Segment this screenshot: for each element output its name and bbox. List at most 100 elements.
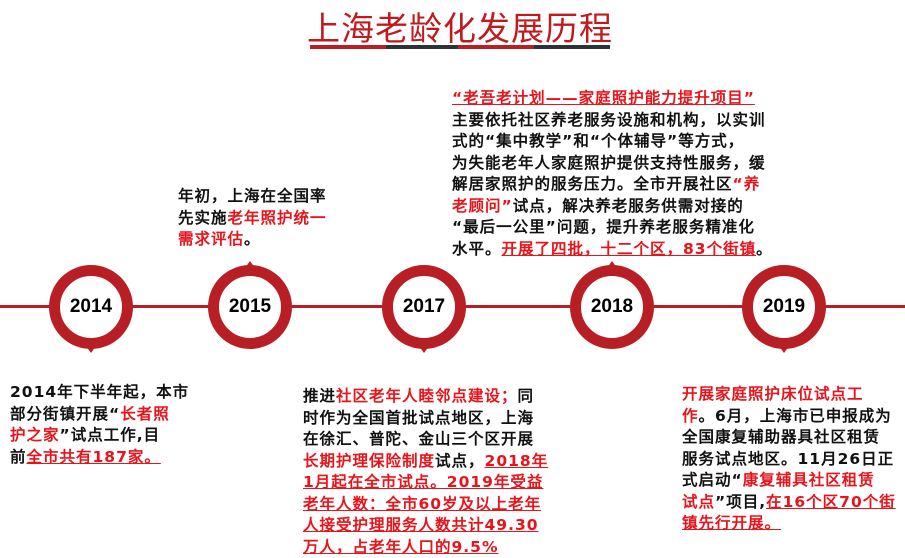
body-text: 年初，上海在全国率 [178,187,327,205]
milestone-2018: 2018 [570,265,654,349]
body-text: 服务试点地区。11月26日正 [682,450,894,468]
year-label: 2014 [70,296,112,318]
text-line: 人接受护理服务人数共计49.30 [303,515,548,537]
highlight-text: 在16个区70个街 [766,493,896,511]
highlight-text: 护之家 [10,426,60,444]
text-line: 水平。开展了四批，十二个区，83个街镇。 [452,239,773,261]
text-line: 式的“集中教学”和“个体辅导”等方式， [452,131,773,153]
text-line: 解居家照护的服务压力。全市开展社区“养 [452,174,773,196]
body-text: 时作为全国首批试点地区，上海 [303,409,534,427]
highlight-text: 老年人数：全市60岁及以上老年 [303,495,541,513]
description-2018: “老吾老计划——家庭照护能力提升项目” 主要依托社区养老服务设施和机构，以实训式的… [452,88,773,260]
text-line: 长期护理保险制度试点，2018年 [303,451,548,473]
milestone-2019: 2019 [742,265,826,349]
text-line: 部分街镇开展“长者照 [10,404,189,426]
text-line: 开展家庭照护床位试点工 [682,384,896,406]
title-underline-dark [534,45,610,49]
text-line: 试点”项目,在16个区70个街 [682,492,896,514]
title-underline-red [310,45,386,49]
highlight-text: “养 [733,175,761,193]
highlight-text: 试点 [682,493,715,511]
title-underline-red [458,45,534,49]
milestone-2017: 2017 [382,265,466,349]
body-text: 主要依托社区养老服务设施和机构，以实训 [452,111,766,129]
text-line: 全国康复辅助器具社区租赁 [682,427,896,449]
description-2015: 年初，上海在全国率先实施老年照护统一需求评估。 [178,186,327,251]
milestone-ring: 2019 [742,265,826,349]
description-2019: 开展家庭照护床位试点工作。6月，上海市已申报成为全国康复辅助器具社区租赁服务试点… [682,384,896,535]
body-text: ”项目, [715,493,766,511]
highlight-text: 人接受护理服务人数共计49.30 [303,516,539,534]
highlight-text: 1月起在全市试点。2019年受益 [303,473,543,491]
milestone-ring: 2015 [208,265,292,349]
highlight-text: 需求评估 [178,230,244,248]
text-line: 主要依托社区养老服务设施和机构，以实训 [452,110,773,132]
body-text: 为失能老年人家庭照护提供支持性服务，缓 [452,154,766,172]
text-line: 1月起在全市试点。2019年受益 [303,472,548,494]
text-line: 老顾问”试点，解决养老服务供需对接的 [452,196,773,218]
text-line: 前全市共有187家。 [10,447,189,469]
text-line: 推进社区老年人睦邻点建设；同 [303,386,548,408]
year-label: 2015 [229,296,271,318]
body-text: 式的“集中教学”和“个体辅导”等方式， [452,132,744,150]
milestone-ring: 2018 [570,265,654,349]
milestone-2014: 2014 [49,265,133,349]
highlight-text: 开展家庭照护床位试点工 [682,385,864,403]
body-text: 。 [756,240,773,258]
page-title: 上海老龄化发展历程 [300,2,620,50]
description-2014: 2014年下半年起，本市部分街镇开展“长者照护之家”试点工作,目前全市共有187… [10,382,189,468]
text-line: “老吾老计划——家庭照护能力提升项目” [452,88,773,110]
body-text: 在徐汇、普陀、金山三个区开展 [303,430,534,448]
body-text: 前 [10,448,27,466]
text-line: 镇先行开展。 [682,513,896,535]
text-line: “最后一公里”问题，提升养老服务精准化 [452,217,773,239]
body-text: 试点， [435,452,485,470]
highlight-text: 作 [682,407,699,425]
highlight-text: 长期护理保险制度 [303,452,435,470]
text-line: 式启动“康复辅具社区租赁 [682,470,896,492]
text-line: 老年人数：全市60岁及以上老年 [303,494,548,516]
body-text: 试点，解决养老服务供需对接的 [513,197,744,215]
text-line: 时作为全国首批试点地区，上海 [303,408,548,430]
highlight-text: “老吾老计划——家庭照护能力提升项目” [452,89,755,107]
text-line: 护之家”试点工作,目 [10,425,189,447]
body-text: 同 [518,387,535,405]
text-line: 需求评估。 [178,229,327,251]
text-line: 2014年下半年起，本市 [10,382,189,404]
highlight-text: 老顾问” [452,197,513,215]
milestone-2015: 2015 [208,265,292,349]
highlight-text: 镇先行开展。 [682,514,781,532]
description-2017: 推进社区老年人睦邻点建设；同时作为全国首批试点地区，上海在徐汇、普陀、金山三个区… [303,386,548,558]
highlight-text: 长者照 [120,405,170,423]
milestone-ring: 2017 [382,265,466,349]
milestone-ring: 2014 [49,265,133,349]
text-line: 先实施老年照护统一 [178,208,327,230]
year-label: 2017 [403,296,445,318]
highlight-text: 万人，占老年人口的9.5% [303,538,499,556]
body-text: 2014年下半年起，本市 [10,383,189,401]
body-text: 全国康复辅助器具社区租赁 [682,428,880,446]
body-text: 。6月，上海市已申报成为 [699,407,892,425]
body-text: 水平。 [452,240,502,258]
body-text: 部分街镇开展“ [10,405,120,423]
text-line: 服务试点地区。11月26日正 [682,449,896,471]
body-text: “最后一公里”问题，提升养老服务精准化 [452,218,755,236]
body-text: 。 [244,230,261,248]
year-label: 2018 [591,296,633,318]
text-line: 为失能老年人家庭照护提供支持性服务，缓 [452,153,773,175]
text-line: 在徐汇、普陀、金山三个区开展 [303,429,548,451]
highlight-text: 开展了四批，十二个区，83个街镇 [502,240,757,258]
highlight-text: 老年照护统一 [228,209,327,227]
highlight-text: 2018年 [485,452,549,470]
highlight-text: 康复辅具社区租赁 [743,471,875,489]
body-text: ”试点工作,目 [60,426,161,444]
title-underline-dark [386,45,458,49]
text-line: 年初，上海在全国率 [178,186,327,208]
year-label: 2019 [763,296,805,318]
body-text: 推进 [303,387,336,405]
highlight-text: 社区老年人睦邻点建设； [336,387,518,405]
text-line: 作。6月，上海市已申报成为 [682,406,896,428]
highlight-text: 全市共有187家。 [27,448,161,466]
body-text: 解居家照护的服务压力。全市开展社区 [452,175,733,193]
body-text: 式启动“ [682,471,743,489]
